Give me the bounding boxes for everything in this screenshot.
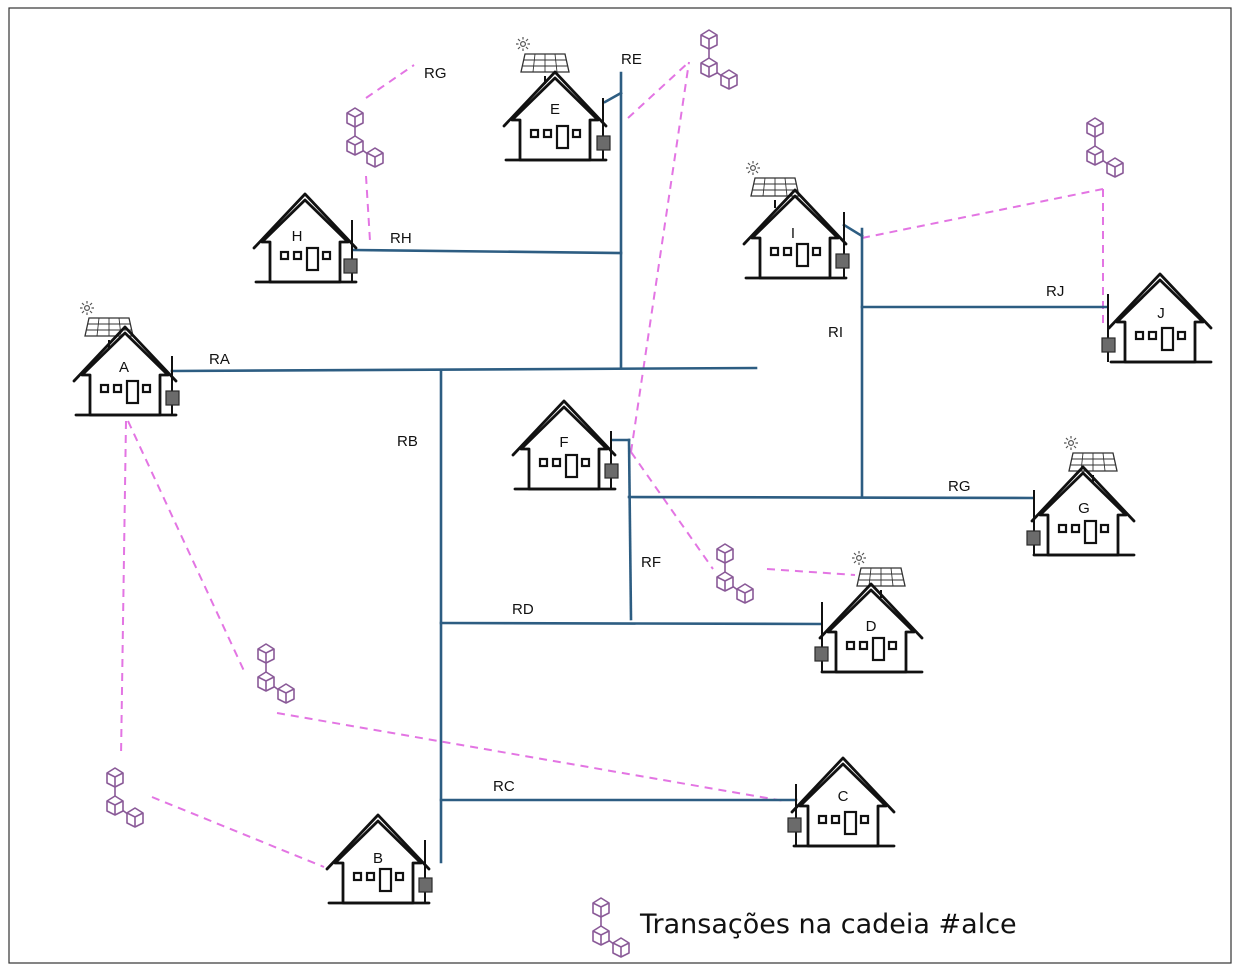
house-c: C bbox=[787, 756, 896, 848]
transaction-line-i-chain-j bbox=[861, 188, 1104, 239]
diagram-frame bbox=[8, 7, 1232, 964]
house-d: D bbox=[814, 582, 924, 674]
house-label: H bbox=[292, 228, 303, 245]
transaction-line-a-chain-mid bbox=[127, 420, 246, 674]
house-a: A bbox=[72, 325, 180, 417]
meter-icon bbox=[596, 135, 611, 151]
legend: Transações na cadeia #alce bbox=[639, 909, 1017, 940]
meter-icon bbox=[1101, 337, 1116, 353]
connection-label-rj: RJ bbox=[1046, 283, 1064, 300]
house-h: H bbox=[252, 192, 358, 284]
transaction-line-chain-h-h bbox=[365, 175, 371, 242]
transaction-line-chain-h-rg bbox=[365, 64, 415, 99]
connection-label-re: RE bbox=[621, 51, 642, 68]
blockchain-icons bbox=[106, 29, 1124, 958]
grid-line-rg bbox=[627, 495, 1034, 500]
grid-line-i-drop bbox=[842, 223, 864, 238]
house-label: J bbox=[1157, 305, 1165, 322]
blockchain-icon-h bbox=[346, 107, 384, 168]
grid-line-rh bbox=[352, 248, 623, 255]
legend-label: Transações na cadeia #alce bbox=[639, 909, 1017, 940]
blockchain-icon-j bbox=[1086, 117, 1124, 178]
grid-line-ra bbox=[170, 366, 758, 373]
house-label: D bbox=[866, 618, 877, 635]
meter-icon bbox=[165, 390, 180, 406]
meter-icon bbox=[787, 817, 802, 833]
connection-label-ri: RI bbox=[828, 324, 843, 341]
blockchain-icon-c bbox=[257, 643, 295, 704]
transaction-line-e-chain-e bbox=[627, 61, 690, 119]
blockchain-icon-b bbox=[106, 767, 144, 828]
house-label: B bbox=[373, 850, 383, 867]
house-label: F bbox=[559, 434, 568, 451]
transaction-line-a-chain-left bbox=[120, 420, 127, 758]
grid-line-rd bbox=[439, 621, 822, 626]
meter-icon bbox=[418, 877, 433, 893]
blockchain-icon-d bbox=[716, 543, 754, 604]
meter-icon bbox=[343, 258, 358, 274]
connection-label-rg: RG bbox=[948, 478, 971, 495]
connection-labels: RA RB RC RD RE RF RG RH RI RJ RG bbox=[209, 51, 1064, 795]
connection-label-rd: RD bbox=[512, 601, 534, 618]
transaction-line-chain-left-b bbox=[151, 796, 325, 868]
connection-label-rf: RF bbox=[641, 554, 661, 571]
house-label: A bbox=[119, 359, 129, 376]
house-j: J bbox=[1101, 272, 1213, 364]
house-icon bbox=[252, 192, 358, 284]
house-label: E bbox=[550, 101, 560, 118]
transaction-lines bbox=[120, 61, 1104, 868]
house-f: F bbox=[511, 399, 619, 491]
meter-icon bbox=[1026, 530, 1041, 546]
grid-lines bbox=[170, 71, 1108, 864]
house-i: I bbox=[742, 188, 850, 280]
connection-label-rg-top: RG bbox=[424, 65, 447, 82]
house-g: G bbox=[1026, 465, 1136, 557]
grid-line-re-drop bbox=[603, 91, 623, 104]
house-e: E bbox=[502, 70, 611, 162]
house-b: B bbox=[325, 813, 433, 905]
connection-label-rh: RH bbox=[390, 230, 412, 247]
meter-icon bbox=[835, 253, 850, 269]
connection-label-rb: RB bbox=[397, 433, 418, 450]
transaction-line-f-chain-d bbox=[630, 451, 714, 570]
transaction-line-chain-d-d bbox=[766, 568, 856, 576]
connection-label-rc: RC bbox=[493, 778, 515, 795]
blockchain-icon-e bbox=[700, 29, 738, 90]
house-label: I bbox=[791, 225, 795, 242]
legend-blockchain-icon bbox=[592, 897, 630, 958]
grid-line-rf bbox=[627, 438, 633, 621]
meter-icon bbox=[604, 463, 619, 479]
connection-label-ra: RA bbox=[209, 351, 230, 368]
house-label: G bbox=[1078, 500, 1090, 517]
transaction-line-f-chain-e bbox=[630, 61, 690, 453]
transaction-line-chain-mid-c bbox=[276, 712, 785, 802]
house-label: C bbox=[838, 788, 849, 805]
meter-icon bbox=[814, 646, 829, 662]
